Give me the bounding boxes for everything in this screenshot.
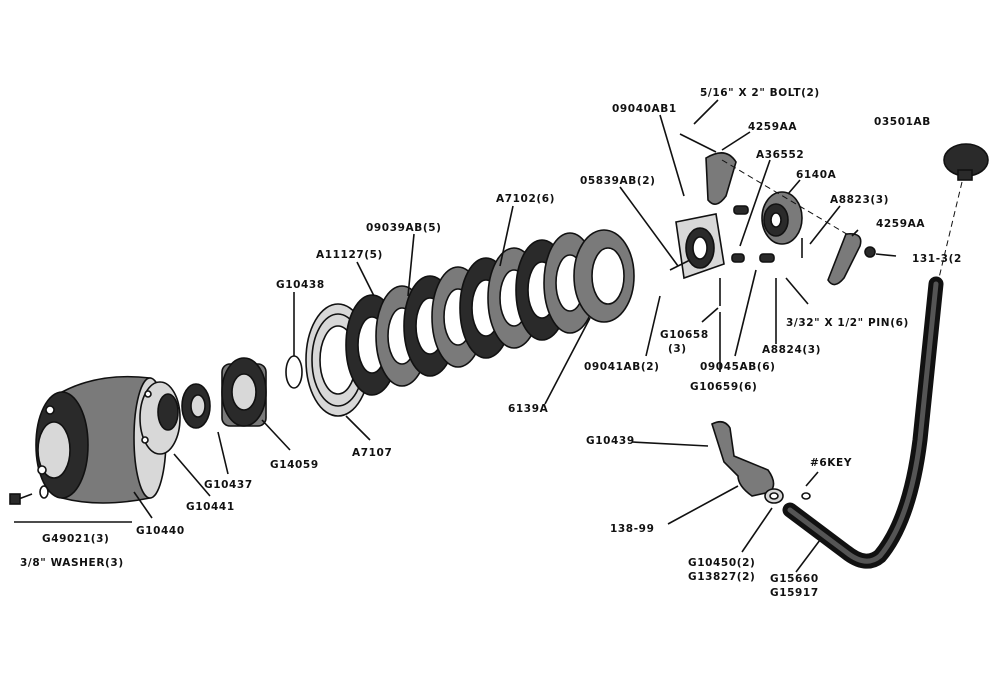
- splined-hub: [221, 357, 267, 427]
- label-09039ab: 09039AB(5): [366, 222, 442, 234]
- part-labels: 5/16" X 2" BOLT(2) 09040AB1 4259AA 03501…: [20, 87, 962, 599]
- yoke-half-right: [827, 232, 862, 286]
- link-a8824: [759, 253, 775, 263]
- link-09045ab: [731, 253, 745, 263]
- label-09040ab1: 09040AB1: [612, 103, 677, 115]
- label-g14059: G14059: [270, 459, 319, 471]
- cap-screw-head: [9, 493, 21, 505]
- throwout-collar: [675, 213, 725, 280]
- label-g10658: G10658: [660, 329, 709, 341]
- yoke-half-upper: [705, 152, 737, 205]
- label-03501ab: 03501AB: [874, 116, 931, 128]
- label-g13827: G13827(2): [688, 571, 755, 583]
- flange-plate: [139, 381, 181, 455]
- label-a36552: A36552: [756, 149, 804, 161]
- label-a8824: A8824(3): [762, 344, 821, 356]
- link-a36552: [733, 205, 749, 215]
- label-washer: 3/8" WASHER(3): [20, 557, 124, 569]
- label-g15917: G15917: [770, 587, 819, 599]
- label-g10439: G10439: [586, 435, 635, 447]
- bearing: [181, 383, 211, 429]
- label-g49021: G49021(3): [42, 533, 109, 545]
- label-a11127: A11127(5): [316, 249, 383, 261]
- label-g10450: G10450(2): [688, 557, 755, 569]
- key-6: [801, 492, 811, 500]
- knob-center-line: [937, 181, 963, 283]
- label-05839ab: 05839AB(2): [580, 175, 656, 187]
- washer-g10450-hole: [769, 492, 779, 500]
- label-6140a: 6140A: [796, 169, 837, 181]
- label-pin: 3/32" X 1/2" PIN(6): [786, 317, 909, 329]
- label-6key: #6KEY: [810, 457, 852, 469]
- bolt: [679, 133, 717, 153]
- label-g10658-qty: (3): [668, 343, 687, 355]
- label-g10437: G10437: [204, 479, 253, 491]
- label-a7107: A7107: [352, 447, 392, 459]
- label-g10440: G10440: [136, 525, 185, 537]
- label-09045ab: 09045AB(6): [700, 361, 776, 373]
- shift-lever-highlight: [787, 281, 939, 564]
- leader-lines: [133, 99, 897, 573]
- label-a7102: A7102(6): [496, 193, 555, 205]
- label-4259aa-top: 4259AA: [748, 121, 797, 133]
- label-6139a: 6139A: [508, 403, 549, 415]
- label-g10441: G10441: [186, 501, 235, 513]
- assembly-axis-line: [721, 159, 851, 237]
- label-131-3: 131-3(2: [912, 253, 962, 265]
- adjusting-screw: [669, 259, 691, 271]
- label-g15660: G15660: [770, 573, 819, 585]
- shift-knob: [943, 143, 989, 181]
- label-bolt: 5/16" X 2" BOLT(2): [700, 87, 820, 99]
- shift-fork: [711, 420, 775, 497]
- back-plate: [573, 229, 635, 323]
- label-g10438: G10438: [276, 279, 325, 291]
- label-a8823: A8823(3): [830, 194, 889, 206]
- lock-washer: [39, 485, 49, 499]
- release-bearing: [761, 191, 803, 245]
- label-4259aa-right: 4259AA: [876, 218, 925, 230]
- label-g10659: G10659(6): [690, 381, 757, 393]
- snap-ring: [285, 355, 303, 389]
- clutch-housing-drum: [35, 375, 167, 504]
- nut-131-3: [864, 246, 876, 258]
- label-138-99: 138-99: [610, 523, 655, 535]
- clutch-disc-stack: [345, 232, 597, 396]
- label-09041ab: 09041AB(2): [584, 361, 660, 373]
